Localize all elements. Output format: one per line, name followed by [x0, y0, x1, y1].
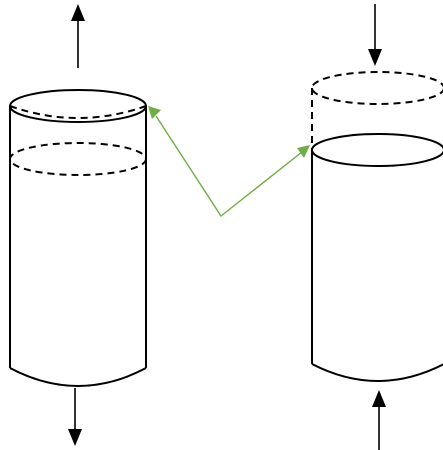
left-cylinder-bottom-curve [9, 367, 147, 387]
right-up-arrow [372, 390, 386, 450]
green-connector [148, 106, 310, 218]
right-cylinder-top-ellipse [311, 133, 443, 167]
green-arrowhead-right [297, 145, 310, 158]
right-cylinder [311, 71, 443, 382]
left-down-arrow [68, 388, 82, 446]
left-up-arrow [71, 4, 85, 68]
left-cylinder [9, 89, 147, 387]
left-cylinder-original-level-ellipse [9, 142, 147, 176]
green-arrowhead-left [148, 106, 161, 119]
right-cylinder-original-top-ellipse [311, 71, 443, 105]
right-cylinder-bottom-curve [311, 363, 443, 382]
left-cylinder-top-ellipse [9, 89, 147, 123]
left-cylinder-top-dashed-rim [9, 105, 147, 119]
right-down-arrow [368, 4, 382, 66]
